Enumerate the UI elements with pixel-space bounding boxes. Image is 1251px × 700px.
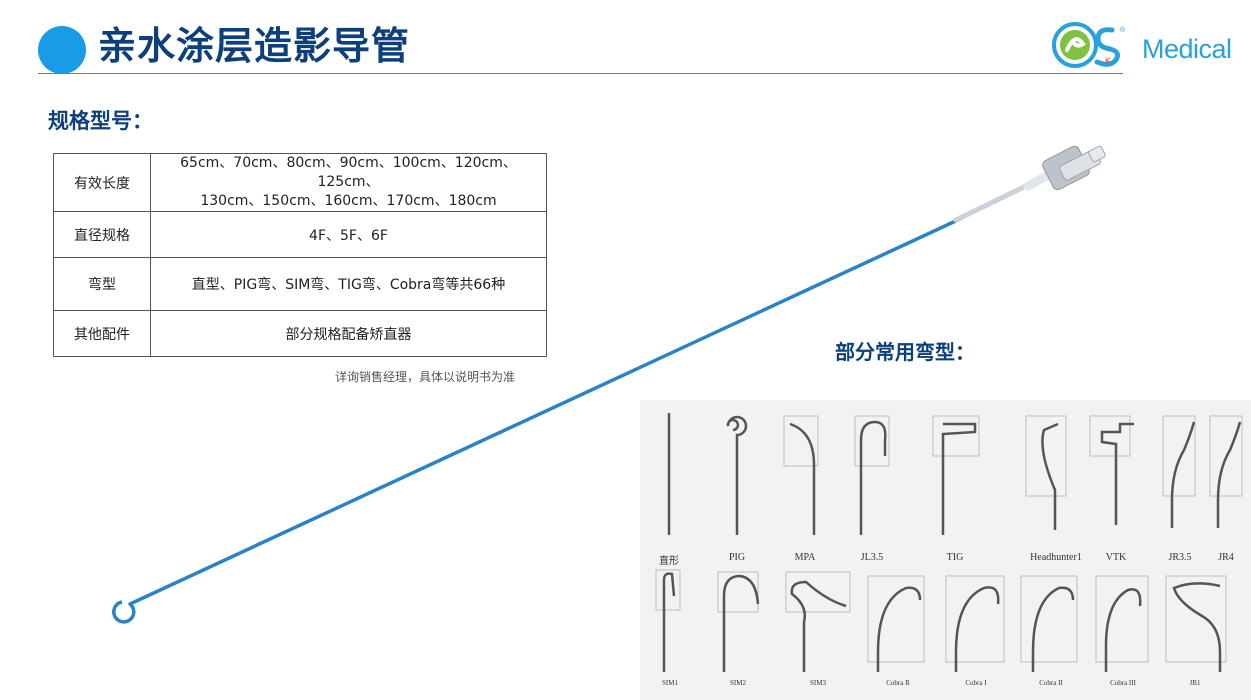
curve-jb1: JB1 [1158, 566, 1232, 696]
disclaimer-note: 详询销售经理，具体以说明书为准 [335, 370, 516, 384]
table-row: 其他配件 部分规格配备矫直器 [53, 310, 547, 357]
spec-value: 65cm、70cm、80cm、90cm、100cm、120cm、125cm、 1… [150, 153, 547, 212]
curve-label: Cobra R [886, 679, 910, 687]
curve-label: JB1 [1189, 679, 1201, 687]
curve-label: JR3.5 [1168, 552, 1192, 563]
curve-jr4: JR4 [1206, 410, 1246, 570]
spec-label: 其他配件 [53, 310, 151, 357]
curve-sim3: SIM3 [780, 566, 856, 696]
table-row: 直径规格 4F、5F、6F [53, 211, 547, 258]
curves-section-title: 部分常用弯型： [835, 340, 975, 364]
curve-cobra-i: Cobra I [940, 566, 1012, 696]
curve-cobra-iii: Cobra III [1090, 566, 1156, 696]
spec-table: 有效长度 65cm、70cm、80cm、90cm、100cm、120cm、125… [53, 153, 547, 357]
curve-label: Cobra III [1110, 679, 1136, 687]
spec-value: 4F、5F、6F [150, 211, 547, 258]
curve-label: JL3.5 [860, 552, 884, 563]
curve-mpa: MPA [780, 410, 830, 570]
spec-label: 有效长度 [53, 153, 151, 212]
curve-headhunter: Headhunter1 [1018, 410, 1094, 570]
title-bullet-dot [38, 26, 86, 74]
curve-straight: 直形 [654, 410, 684, 570]
curve-jl35: JL3.5 [847, 410, 897, 570]
curve-pig: PIG [712, 410, 762, 570]
curve-sim2: SIM2 [710, 566, 766, 696]
spec-label: 弯型 [53, 257, 151, 311]
svg-text:K: K [1105, 56, 1111, 66]
spec-label: 直径规格 [53, 211, 151, 258]
curve-tig: TIG [925, 410, 985, 570]
curve-label: SIM3 [810, 679, 826, 687]
curve-sim1: SIM1 [652, 566, 688, 696]
curve-label: Headhunter1 [1030, 552, 1082, 563]
curve-label: SIM1 [662, 679, 678, 687]
curve-label: JR4 [1218, 552, 1234, 563]
spec-section-title: 规格型号： [48, 109, 153, 133]
curve-cobra-ii: Cobra II [1015, 566, 1087, 696]
curve-label: Cobra I [965, 679, 987, 687]
curve-label: TIG [946, 552, 964, 563]
company-logo: K ® [1052, 22, 1126, 68]
spec-value: 部分规格配备矫直器 [150, 310, 547, 357]
curve-vtk: VTK [1086, 410, 1146, 570]
spec-value-line: 65cm、70cm、80cm、90cm、100cm、120cm、125cm、 [180, 155, 517, 190]
curve-label: PIG [728, 552, 746, 563]
spec-value: 直型、PIG弯、SIM弯、TIG弯、Cobra弯等共66种 [150, 257, 547, 311]
curve-label: Cobra II [1039, 679, 1063, 687]
page-title: 亲水涂层造影导管 [98, 24, 411, 68]
svg-text:®: ® [1120, 26, 1126, 34]
curve-label: SIM2 [730, 679, 746, 687]
curve-label: VTK [1105, 552, 1127, 563]
curve-shapes-panel: 直形 PIG MPA JL3.5 TIG Headhunter1 VTK JR3… [640, 400, 1251, 700]
logo-text: Medical [1142, 34, 1232, 64]
table-row: 弯型 直型、PIG弯、SIM弯、TIG弯、Cobra弯等共66种 [53, 257, 547, 311]
curve-label: 直形 [659, 556, 679, 567]
spec-value-line: 130cm、150cm、160cm、170cm、180cm [200, 193, 497, 209]
table-row: 有效长度 65cm、70cm、80cm、90cm、100cm、120cm、125… [53, 153, 547, 212]
curve-jr35: JR3.5 [1160, 410, 1200, 570]
title-underline [38, 73, 1123, 74]
curve-cobra-r: Cobra R [862, 566, 934, 696]
curve-label: MPA [794, 552, 816, 563]
